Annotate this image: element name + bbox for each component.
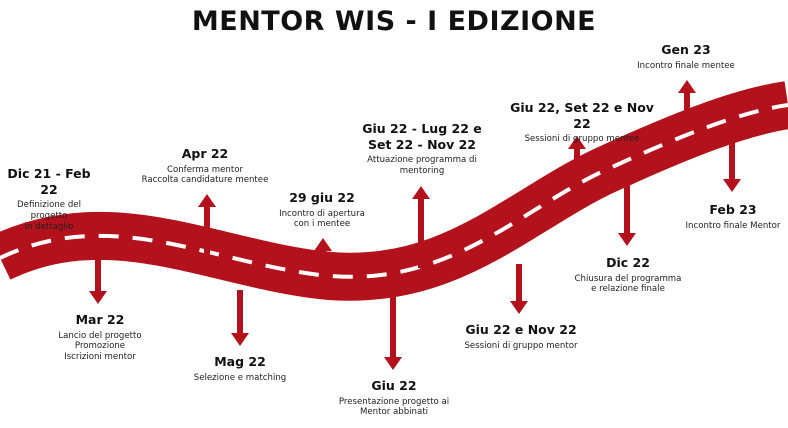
arrow-shaft [516, 264, 522, 301]
arrow-shaft [95, 258, 101, 291]
milestone-dic22: Dic 22 Chiusura del programma e relazion… [565, 255, 691, 295]
arrow-shaft [574, 149, 580, 176]
milestone-heading: 29 giu 22 [289, 190, 355, 205]
milestone-apr22: Apr 22 Conferma mentor Raccolta candidat… [140, 146, 270, 186]
milestone-description: Sessioni di gruppo mentee [524, 134, 640, 145]
milestone-description: Attuazione programma di mentoring [367, 155, 477, 176]
milestone-arrow-down-icon [89, 258, 107, 304]
milestone-heading: Giu 22 e Nov 22 [465, 322, 577, 337]
arrow-shaft [729, 120, 735, 179]
milestone-arrow-up-icon [198, 194, 216, 258]
arrow-shaft [390, 292, 396, 357]
milestone-giu-set-nov22: Giu 22, Set 22 e Nov 22 Sessioni di grup… [507, 100, 657, 145]
arrow-head [231, 333, 249, 346]
milestone-description: Lancio del progetto Promozione Iscrizion… [58, 330, 142, 363]
milestone-description: Selezione e matching [193, 372, 287, 383]
milestone-feb23: Feb 23 Incontro finale Mentor [680, 202, 786, 231]
milestone-mar22: Mar 22 Lancio del progetto Promozione Is… [40, 312, 160, 363]
diagram-title: MENTOR WIS - I EDIZIONE [191, 6, 597, 37]
arrow-head [314, 238, 332, 251]
milestone-giu22-nov22: Giu 22 - Lug 22 e Set 22 - Nov 22 Attuaz… [357, 121, 487, 177]
milestone-arrow-up-icon [314, 238, 332, 280]
milestone-arrow-down-icon [231, 290, 249, 346]
milestone-description: Sessioni di gruppo mentor [464, 340, 578, 351]
arrow-head [618, 233, 636, 246]
milestone-arrow-down-icon [510, 264, 528, 314]
milestone-description: Incontro finale mentee [637, 60, 735, 71]
milestone-description: Presentazione progetto ai Mentor abbinat… [338, 396, 450, 418]
milestone-arrow-up-icon [412, 186, 430, 268]
milestone-arrow-down-icon [618, 178, 636, 246]
milestone-heading: Giu 22, Set 22 e Nov 22 [510, 100, 654, 131]
milestone-gen23: Gen 23 Incontro finale mentee [630, 42, 742, 71]
milestone-mag22: Mag 22 Selezione e matching [185, 354, 295, 383]
arrow-head [568, 136, 586, 149]
milestone-arrow-up-icon [568, 136, 586, 176]
milestone-heading: Giu 22 [371, 378, 417, 393]
arrow-shaft [418, 199, 424, 268]
arrow-head [89, 291, 107, 304]
arrow-shaft [624, 178, 630, 233]
milestone-heading: Gen 23 [661, 42, 711, 57]
milestone-description: Chiusura del programma e relazione final… [574, 273, 682, 295]
milestone-arrows [37, 80, 741, 370]
milestone-description: Conferma mentor Raccolta candidature men… [141, 164, 269, 186]
milestone-heading: Mar 22 [75, 312, 125, 327]
milestone-heading: Feb 23 [709, 202, 757, 217]
arrow-head [412, 186, 430, 199]
milestone-29giu22: 29 giu 22 Incontro di apertura con i men… [267, 190, 377, 230]
milestone-giu22-e-nov22: Giu 22 e Nov 22 Sessioni di gruppo mento… [455, 322, 587, 351]
milestone-giu22: Giu 22 Presentazione progetto ai Mentor … [332, 378, 456, 418]
milestone-arrow-up-icon [37, 218, 55, 236]
road-center-dashes [0, 103, 788, 279]
arrow-head [384, 357, 402, 370]
arrow-shaft [43, 231, 49, 236]
arrow-shaft [684, 93, 690, 110]
milestone-arrow-up-icon [678, 80, 696, 110]
arrow-shaft [320, 251, 326, 280]
milestone-heading: Apr 22 [181, 146, 229, 161]
milestone-description: Incontro di apertura con i mentee [279, 208, 365, 230]
milestone-heading: Mag 22 [214, 354, 266, 369]
milestone-heading: Dic 22 [606, 255, 650, 270]
arrow-head [510, 301, 528, 314]
arrow-shaft [204, 207, 210, 258]
milestone-arrow-down-icon [384, 292, 402, 370]
milestone-dic21-feb22: Dic 21 - Feb 22 Definizione del progetto… [0, 166, 98, 232]
milestone-description: Incontro finale Mentor [685, 220, 781, 231]
milestone-heading: Giu 22 - Lug 22 e Set 22 - Nov 22 [362, 121, 482, 152]
arrow-head [678, 80, 696, 93]
milestone-heading: Dic 21 - Feb 22 [7, 166, 91, 197]
milestone-description: Definizione del progetto in dettaglio [17, 200, 81, 232]
arrow-head [37, 218, 55, 231]
milestone-arrow-down-icon [723, 120, 741, 192]
arrow-head [723, 179, 741, 192]
arrow-shaft [237, 290, 243, 333]
arrow-head [198, 194, 216, 207]
